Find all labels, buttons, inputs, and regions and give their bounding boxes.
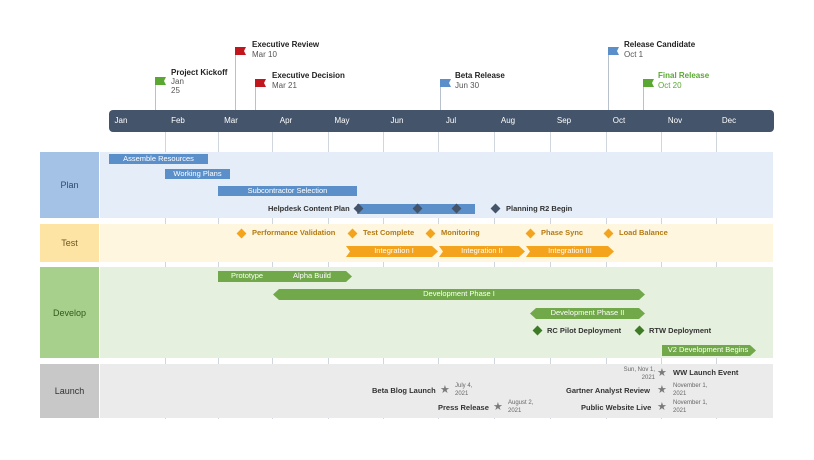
- star-icon[interactable]: ★: [657, 367, 667, 379]
- develop-band: [100, 267, 773, 358]
- lane-label-test: Test: [40, 224, 99, 262]
- milestone-date: Oct 20: [658, 81, 682, 90]
- star-icon[interactable]: ★: [440, 384, 450, 396]
- star-icon[interactable]: ★: [657, 384, 667, 396]
- task-v2-development[interactable]: V2 Development Begins: [667, 345, 749, 354]
- date-press-release: August 2, 2021: [508, 400, 534, 414]
- task-development-phase-2[interactable]: Development Phase II: [550, 308, 625, 317]
- task-prototype[interactable]: Prototype: [230, 271, 264, 280]
- task-integration-2[interactable]: Integration II: [461, 246, 503, 255]
- label-monitoring: Monitoring: [441, 228, 480, 237]
- flag-icon: [608, 47, 619, 55]
- label-performance-validation: Performance Validation: [252, 228, 336, 237]
- flag-icon: [235, 47, 246, 55]
- label-phase-sync: Phase Sync: [541, 228, 584, 237]
- launch-band: [100, 364, 773, 418]
- flag-icon: [643, 79, 654, 87]
- label-load-balance: Load Balance: [619, 228, 668, 237]
- month-label: Sep: [556, 116, 572, 125]
- lane-label-develop: Develop: [40, 267, 99, 358]
- milestone-date: Mar 10: [252, 50, 277, 59]
- month-label: Apr: [279, 116, 293, 125]
- task-subcontractor-selection[interactable]: Subcontractor Selection: [218, 186, 357, 196]
- month-label: May: [334, 116, 350, 125]
- task-development-phase-1[interactable]: Development Phase I: [423, 289, 495, 298]
- time-scale-bar: [109, 110, 774, 132]
- label-public-website: Public Website Live: [581, 403, 652, 412]
- label-rc-pilot: RC Pilot Deployment: [547, 326, 622, 335]
- flag-icon: [440, 79, 451, 87]
- integration-arrows: [346, 246, 614, 257]
- star-icon[interactable]: ★: [657, 401, 667, 413]
- test-band: [100, 224, 773, 262]
- milestone-date: Mar 21: [272, 81, 297, 90]
- date-ww-launch: Sun, Nov 1, 2021: [623, 367, 655, 381]
- month-label: Aug: [500, 116, 516, 125]
- label-press-release: Press Release: [438, 403, 489, 412]
- label-ww-launch: WW Launch Event: [673, 368, 739, 377]
- lane-label-plan: Plan: [40, 152, 99, 218]
- task-integration-3[interactable]: Integration III: [548, 246, 592, 255]
- task-alpha-build[interactable]: Alpha Build: [293, 271, 331, 280]
- task-working-plans[interactable]: Working Plans: [165, 169, 230, 179]
- flag-icon: [155, 77, 166, 85]
- month-label: Dec: [721, 116, 737, 125]
- phase1-bar: [273, 289, 645, 300]
- month-label: Feb: [171, 116, 185, 125]
- milestone-title: Executive Review: [252, 40, 320, 49]
- prototype-alpha-bar: [218, 271, 352, 282]
- milestone-title: Beta Release: [455, 71, 505, 80]
- milestone-title: Executive Decision: [272, 71, 345, 80]
- milestone-date: Oct 1: [624, 50, 644, 59]
- month-label: Jul: [445, 116, 457, 125]
- label-test-complete: Test Complete: [363, 228, 415, 237]
- month-label: Mar: [224, 116, 238, 125]
- milestone-title: Release Candidate: [624, 40, 696, 49]
- month-label: Jun: [390, 116, 404, 125]
- month-label: Oct: [612, 116, 626, 125]
- milestone-date: Jan 25: [171, 77, 184, 95]
- lane-label-launch: Launch: [40, 364, 99, 418]
- task-label-helpdesk: Helpdesk Content Plan: [268, 204, 350, 213]
- task-integration-1[interactable]: Integration I: [374, 246, 414, 255]
- label-gartner: Gartner Analyst Review: [566, 386, 650, 395]
- milestone-date: Jun 30: [455, 81, 480, 90]
- v2-bar: [662, 345, 756, 356]
- month-label: Jan: [114, 116, 128, 125]
- phase2-bar: [530, 308, 645, 319]
- date-beta-blog: July 4, 2021: [455, 383, 473, 397]
- date-public-website: November 1, 2021: [673, 400, 708, 414]
- milestone-title: Project Kickoff: [171, 68, 228, 77]
- flag-icon: [255, 79, 266, 87]
- label-beta-blog: Beta Blog Launch: [372, 386, 436, 395]
- star-icon[interactable]: ★: [493, 401, 503, 413]
- label-planning-r2: Planning R2 Begin: [506, 204, 573, 213]
- task-assemble-resources[interactable]: Assemble Resources: [109, 154, 208, 164]
- milestone-title: Final Release: [658, 71, 710, 80]
- month-label: Nov: [667, 116, 683, 125]
- label-rtw: RTW Deployment: [649, 326, 712, 335]
- date-gartner: November 1, 2021: [673, 383, 708, 397]
